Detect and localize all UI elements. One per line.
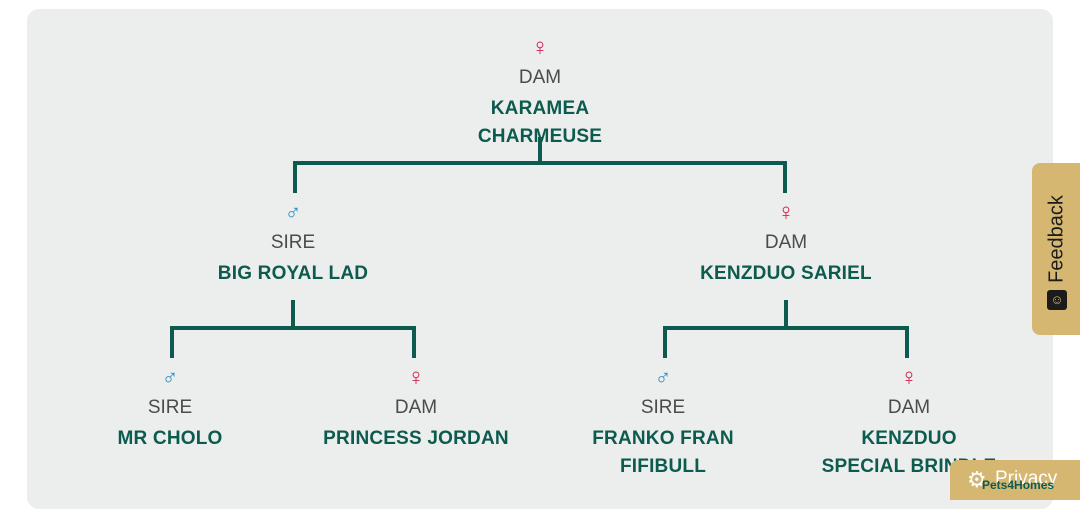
node-name[interactable]: MR CHOLO [117,428,223,449]
node-name[interactable]: BIG ROYAL LAD [217,263,369,284]
female-icon: ♀ [777,199,795,226]
node-name[interactable]: KARAMEA CHARMEUSE [477,98,603,147]
privacy-label: Privacy [995,468,1058,489]
pedigree-node-dam-sire: ♂ SIRE FRANKO FRAN FIFIBULL [553,366,773,481]
pedigree-card [27,9,1053,509]
node-name[interactable]: PRINCESS JORDAN [323,428,509,449]
node-role: DAM [518,67,562,88]
node-role: SIRE [147,397,193,418]
pedigree-node-sire-dam: ♀ DAM PRINCESS JORDAN [306,366,526,453]
privacy-button[interactable]: ⚙ Privacy Pets4Homes [950,460,1080,500]
male-icon: ♂ [654,365,672,390]
feedback-label: Feedback [1045,195,1068,283]
node-role: DAM [394,397,438,418]
feedback-tab[interactable]: Feedback ☺ [1032,163,1080,335]
female-icon: ♀ [531,34,549,61]
pedigree-node-sire-sire: ♂ SIRE MR CHOLO [60,366,280,453]
smile-icon: ☺ [1047,290,1067,310]
node-role: SIRE [270,232,316,253]
node-name[interactable]: KENZDUO SARIEL [700,263,872,284]
female-icon: ♀ [900,364,918,391]
brand-logo: Pets4Homes [982,478,1055,492]
male-icon: ♂ [161,365,179,390]
male-icon: ♂ [284,200,302,225]
pedigree-connector-lines [170,137,909,358]
pedigree-node-sire: ♂ SIRE BIG ROYAL LAD [183,201,403,288]
node-role: SIRE [640,397,686,418]
pedigree-node-dam: ♀ DAM KENZDUO SARIEL [676,201,896,288]
gear-icon: ⚙ [967,467,987,492]
pedigree-node-root: ♀ DAM KARAMEA CHARMEUSE [430,36,650,151]
node-role: DAM [764,232,808,253]
node-name[interactable]: FRANKO FRAN FIFIBULL [592,428,734,477]
female-icon: ♀ [407,364,425,391]
node-role: DAM [887,397,931,418]
